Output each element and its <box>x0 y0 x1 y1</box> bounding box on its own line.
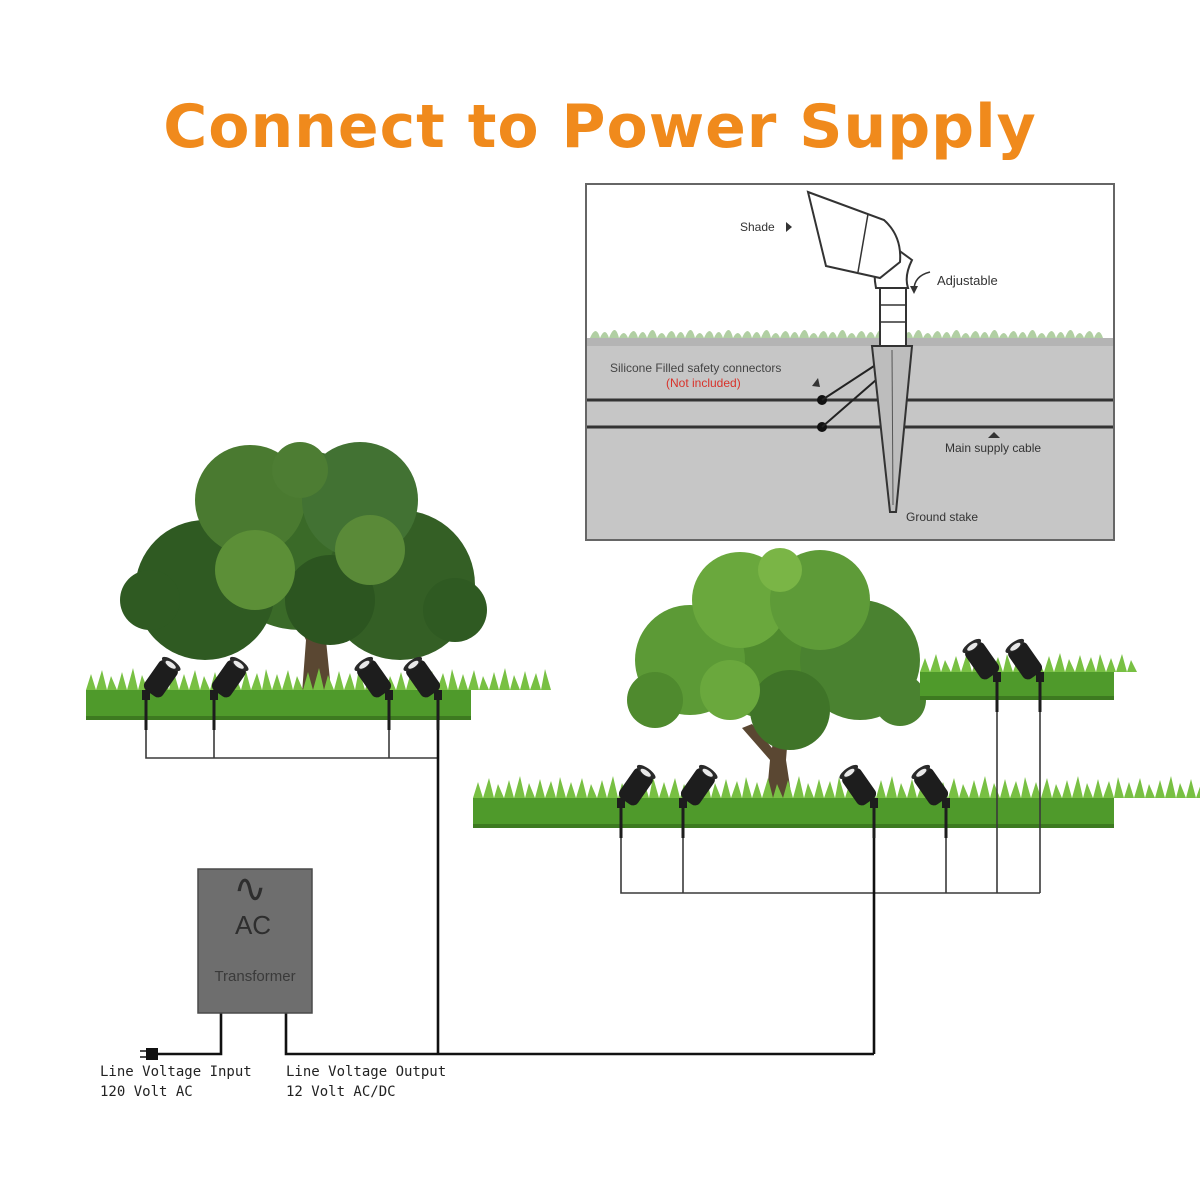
input-caption-line2: 120 Volt AC <box>100 1084 193 1100</box>
connector-pointer-icon <box>812 378 820 387</box>
plug-icon <box>140 1048 158 1060</box>
output-caption-line1: Line Voltage Output <box>286 1064 447 1080</box>
line-voltage-output-caption: Line Voltage Output 12 Volt AC/DC <box>286 1062 446 1102</box>
shade-pointer-icon <box>786 222 792 232</box>
right-lawn-lower <box>473 776 1200 828</box>
left-tree-canopy <box>120 442 487 660</box>
inset-stem <box>879 284 907 347</box>
ac-wave-icon: ∿ <box>233 867 267 911</box>
main-wires <box>158 700 876 1056</box>
label-ground-stake: Ground stake <box>906 510 978 524</box>
right-tree-canopy <box>627 548 926 750</box>
input-caption-line1: Line Voltage Input <box>100 1064 252 1080</box>
transformer: ∿ AC Transformer <box>197 867 313 1014</box>
line-voltage-input-caption: Line Voltage Input 120 Volt AC <box>100 1062 252 1102</box>
label-connectors: Silicone Filled safety connectors <box>610 361 781 375</box>
left-tree <box>120 442 487 720</box>
output-caption-line2: 12 Volt AC/DC <box>286 1084 396 1100</box>
label-adjustable: Adjustable <box>937 273 998 288</box>
transformer-label: Transformer <box>214 968 295 985</box>
label-main-supply-cable: Main supply cable <box>945 441 1041 455</box>
transformer-ac-label: AC <box>235 910 271 940</box>
inset-shade <box>806 190 902 280</box>
inset-grass <box>590 330 1103 338</box>
cable-pointer-icon <box>988 432 1000 438</box>
label-shade: Shade <box>740 220 775 234</box>
installation-inset: Shade Adjustable Silicone Filled safety … <box>585 183 1115 541</box>
inset-soil <box>587 338 1113 539</box>
label-not-included: (Not included) <box>666 376 741 390</box>
right-tree <box>627 548 926 826</box>
page-title: Connect to Power Supply <box>163 92 1037 162</box>
